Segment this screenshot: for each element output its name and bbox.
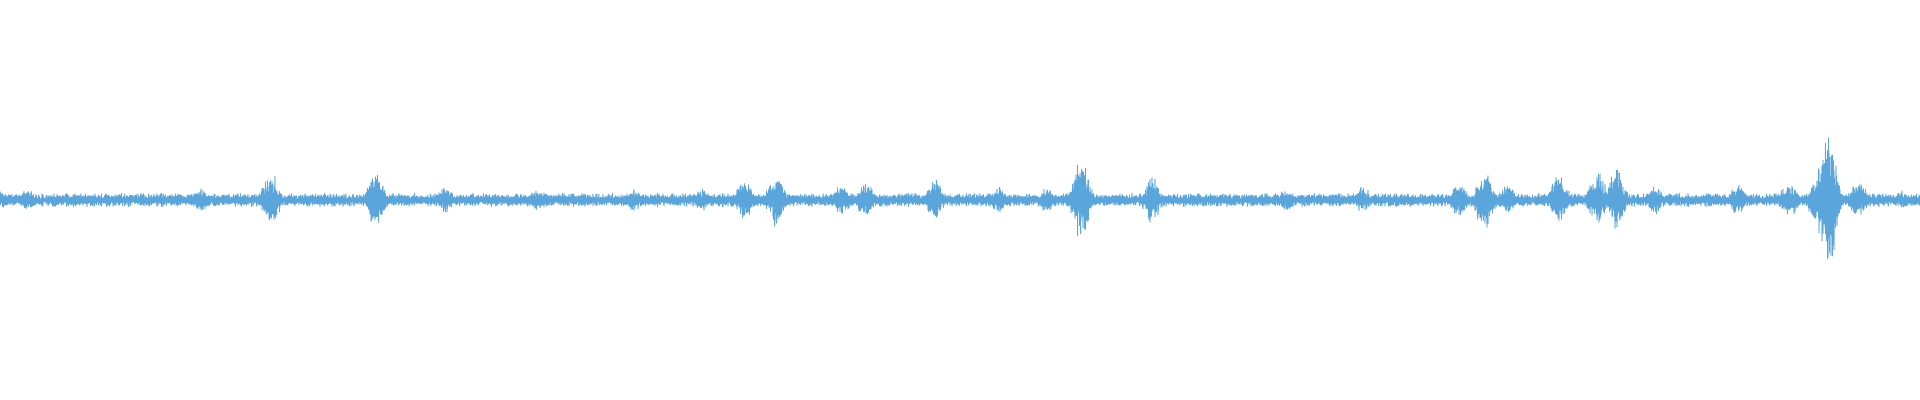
waveform-trace: [0, 137, 1920, 259]
